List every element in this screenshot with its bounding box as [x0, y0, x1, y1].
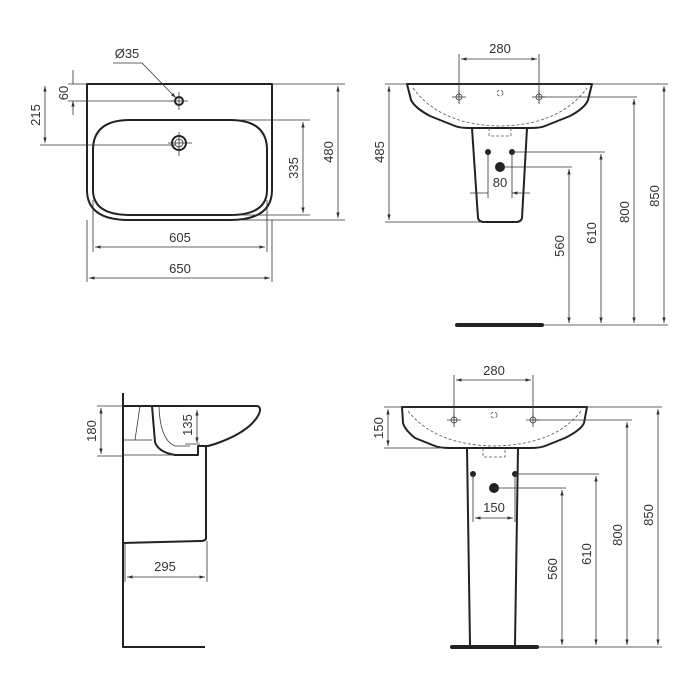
pedestal-side: [122, 446, 207, 544]
ext-lines-right: [240, 83, 345, 221]
ext-lines: [384, 375, 662, 648]
ext-lines-bottom: [86, 200, 273, 282]
centerlines: [168, 92, 192, 156]
hole-diameter-label: Ø35: [115, 46, 140, 61]
dim-650-label: 650: [169, 261, 191, 276]
dim-480-label: 480: [321, 141, 336, 163]
tap-hole-marks: [447, 413, 540, 427]
ext-lines: [97, 405, 208, 582]
diameter-leader: [113, 62, 177, 99]
ext-lines: [385, 54, 668, 326]
dim-280-label: 280: [483, 363, 505, 378]
dim-560-label: 560: [552, 235, 567, 257]
front-view-pedestal: 280 150 150 560 610 800 850: [371, 363, 662, 649]
basin-front: [401, 406, 588, 449]
basin-front: [406, 83, 593, 129]
dim-800-label: 800: [610, 524, 625, 546]
dim-150-vertical-label: 150: [371, 417, 386, 439]
wall-and-floor: [122, 393, 205, 648]
trap-hidden: [488, 128, 512, 137]
front-view-semi-pedestal: 280 485 80 560 610 800 850: [372, 41, 668, 327]
dim-215-label: 215: [28, 104, 43, 126]
bowl-outline: [92, 119, 268, 216]
dim-850-label: 850: [641, 504, 656, 526]
dim-335-label: 335: [286, 157, 301, 179]
tap-hole-marks: [452, 90, 546, 104]
top-view: Ø35 60 215 335 480 605 650: [28, 46, 345, 282]
overflow: [490, 411, 498, 419]
bowl-hidden: [407, 410, 582, 447]
dim-560-label: 560: [545, 558, 560, 580]
dim-485-label: 485: [372, 141, 387, 163]
ext-lines: [40, 83, 176, 146]
dim-610-label: 610: [579, 543, 594, 565]
dim-610-label: 610: [584, 222, 599, 244]
overflow: [496, 89, 504, 97]
trap-hidden: [482, 448, 506, 458]
semi-pedestal: [471, 127, 528, 223]
dim-295-label: 295: [154, 559, 176, 574]
dim-180-label: 180: [84, 420, 99, 442]
dim-800-label: 800: [617, 201, 632, 223]
side-view: 180 135 295: [84, 393, 261, 648]
dim-280-label: 280: [489, 41, 511, 56]
basin-side-inner: [123, 405, 190, 456]
dim-150-horizontal-label: 150: [483, 500, 505, 515]
basin-side: [123, 405, 261, 456]
dim-135-label: 135: [180, 414, 195, 436]
dim-850-label: 850: [647, 185, 662, 207]
pedestal: [466, 447, 519, 646]
dim-60-label: 60: [56, 86, 71, 100]
basin-outline: [86, 83, 273, 221]
dim-605-label: 605: [169, 230, 191, 245]
bowl-hidden: [412, 87, 588, 127]
dim-80-label: 80: [493, 175, 507, 190]
